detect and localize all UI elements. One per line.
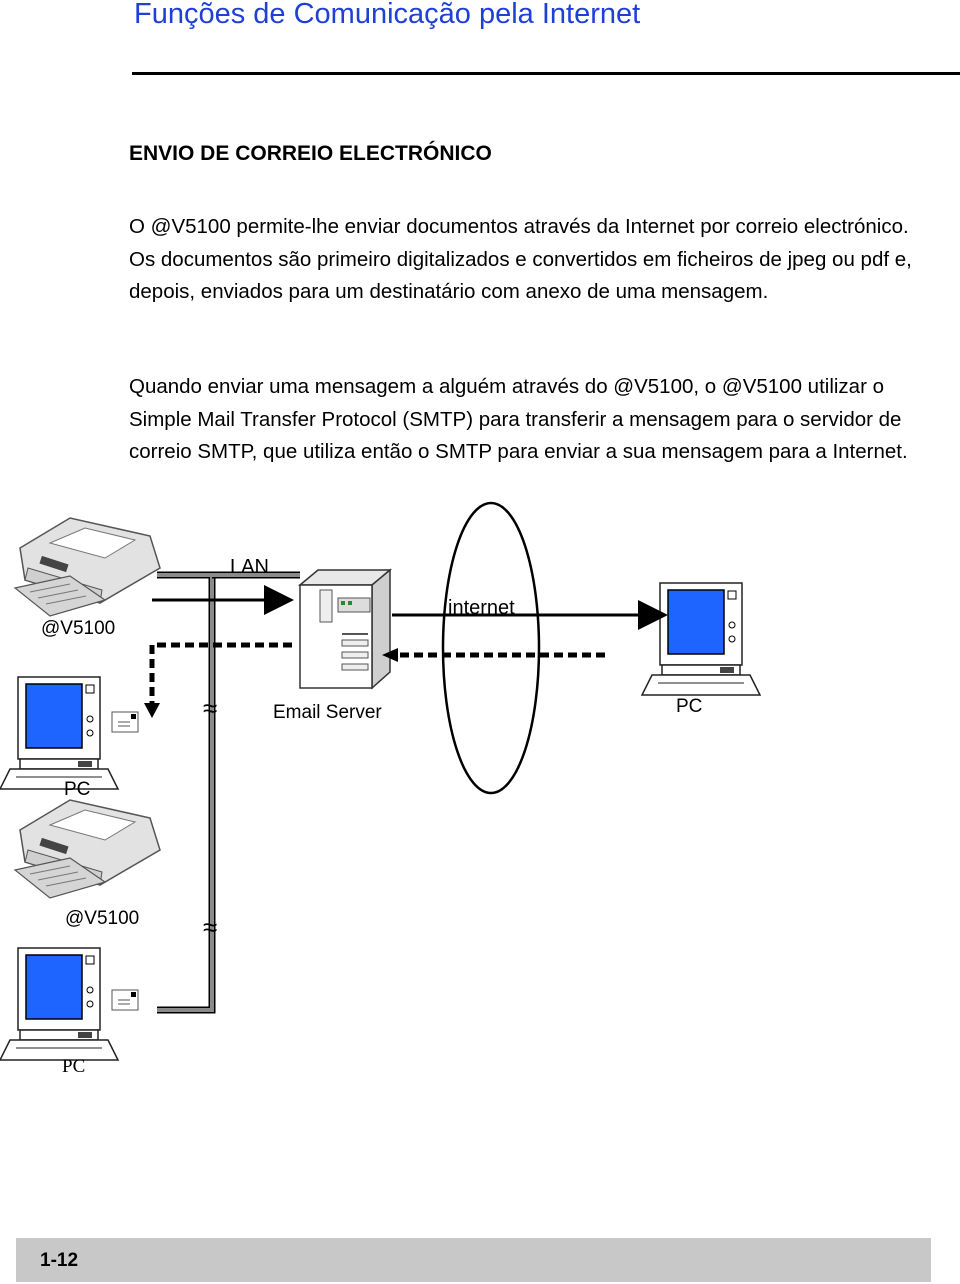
pc-right-label: PC (676, 696, 703, 717)
lan-bus (157, 571, 300, 1014)
send-arrows (152, 585, 668, 630)
scanner-top-label: @V5100 (41, 618, 116, 639)
footer-bar (16, 1238, 931, 1282)
email-server-icon (297, 568, 393, 690)
intro-paragraph: O @V5100 permite-lhe enviar documentos a… (129, 215, 912, 303)
pc-left-bottom-icon (0, 947, 119, 1061)
pc-left-bottom-label: PC (62, 1056, 86, 1077)
mail-icon (111, 711, 139, 733)
title-divider (132, 72, 960, 75)
scanner-bottom-label: @V5100 (65, 908, 140, 929)
receive-arrows (144, 642, 605, 718)
line-break-icon: ≈ (203, 693, 218, 723)
smtp-paragraph: Quando enviar uma mensagem a alguém atra… (129, 375, 908, 463)
page-title: Funções de Comunicação pela Internet (134, 0, 641, 30)
scanner-top-icon (14, 517, 161, 617)
lan-label: LAN (230, 556, 269, 578)
pc-left-top-label: PC (64, 779, 91, 800)
internet-cloud (441, 501, 541, 795)
section-heading: ENVIO DE CORREIO ELECTRÓNICO (129, 142, 492, 165)
internet-label: internet (448, 597, 515, 619)
email-server-label: Email Server (273, 702, 382, 723)
pc-right-icon (641, 582, 761, 696)
page-number: 1-12 (40, 1250, 79, 1271)
line-break-icon-bottom: ≈ (203, 912, 218, 942)
pc-left-top-icon (0, 676, 119, 790)
scanner-bottom-icon (14, 799, 161, 899)
mail-icon-bottom (111, 989, 139, 1011)
